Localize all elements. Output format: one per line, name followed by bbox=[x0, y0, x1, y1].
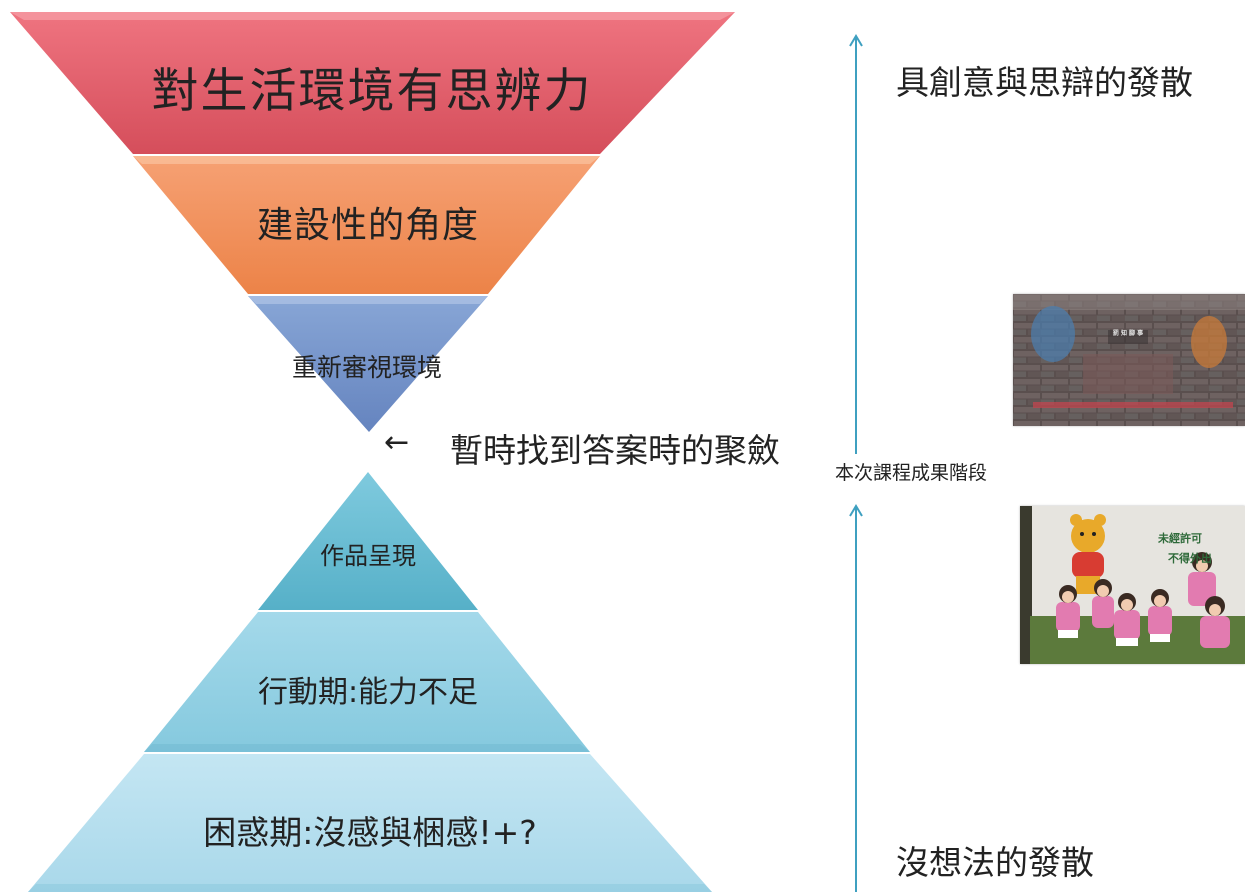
funnel-middle-segment bbox=[133, 156, 600, 294]
pyramid-middle-segment bbox=[144, 612, 590, 752]
pyramid-middle-shade bbox=[144, 744, 590, 752]
funnel-middle-bevel bbox=[133, 156, 600, 164]
pyramid-bottom-label: 困惑期:沒感與梱感!+? bbox=[203, 813, 537, 852]
pavement-photo: 罰 知 腳 事 bbox=[1013, 294, 1245, 426]
funnel-bottom-bevel bbox=[248, 296, 488, 304]
students-photo: 未經許可 不得外出 bbox=[1020, 506, 1245, 664]
funnel bbox=[10, 12, 735, 432]
pavement-painted-text: 罰 知 腳 事 bbox=[1112, 330, 1144, 337]
convergence-arrow-icon: ← bbox=[384, 425, 410, 460]
upper-arrowhead bbox=[849, 34, 863, 47]
funnel-bottom-segment bbox=[248, 296, 488, 432]
funnel-middle-label: 建設性的角度 bbox=[256, 205, 480, 246]
divergence-no-idea-label: 沒想法的發散 bbox=[896, 843, 1094, 882]
wall-sign-text-2: 不得外出 bbox=[1168, 552, 1212, 565]
funnel-bottom-label: 重新審視環境 bbox=[291, 353, 443, 382]
pyramid-bottom-segment bbox=[28, 754, 712, 892]
wall-sign-text-1: 未經許可 bbox=[1158, 532, 1202, 545]
course-stage-label: 本次課程成果階段 bbox=[835, 462, 988, 484]
funnel-top-label: 對生活環境有思辨力 bbox=[151, 64, 593, 119]
funnel-top-bevel bbox=[10, 12, 735, 20]
funnel-top-segment bbox=[10, 12, 735, 154]
pyramid-bottom-shade bbox=[28, 884, 712, 892]
pyramid-top-label: 作品呈現 bbox=[320, 542, 416, 570]
pyramid-middle-label: 行動期:能力不足 bbox=[257, 675, 479, 710]
lower-arrowhead bbox=[849, 504, 863, 517]
divergence-creative-label: 具創意與思辯的發散 bbox=[896, 63, 1193, 102]
progress-arrows bbox=[849, 34, 863, 892]
pyramid bbox=[28, 472, 712, 892]
pyramid-top-segment bbox=[258, 472, 478, 610]
convergence-label: 暫時找到答案時的聚斂 bbox=[450, 431, 780, 470]
